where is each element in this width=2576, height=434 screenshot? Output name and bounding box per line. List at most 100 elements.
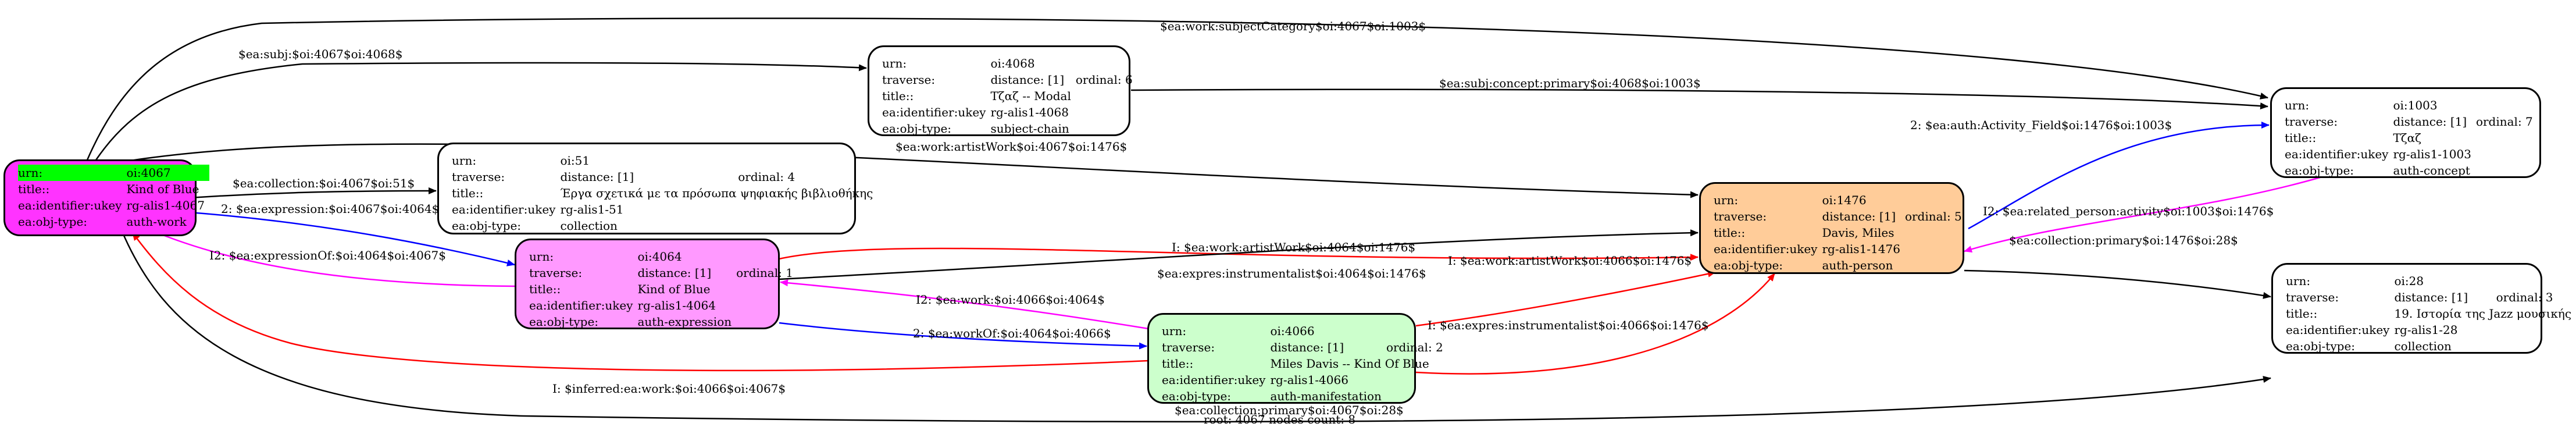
node-key: title::: [2286, 307, 2318, 321]
node-row-traverse: traverse:distance: [1]ordinal: 3: [2286, 289, 2576, 305]
node-row-urn: urn:oi:28: [2286, 273, 2576, 289]
edge-label: I: $ea:work:artistWork$oi:4066$oi:1476$: [1448, 254, 1692, 268]
node-extra: [1905, 257, 1967, 273]
node-row-title: title::Τζαζ -- Modal: [882, 88, 1137, 104]
node-4068[interactable]: urn:oi:4068 traverse:distance: [1]ordina…: [868, 45, 1133, 136]
edge-4064-4067-expression-of: [149, 229, 515, 287]
node-extra: ordinal: 1: [736, 266, 793, 280]
node-value: Τζαζ -- Modal: [990, 89, 1071, 103]
node-key: urn:: [1714, 193, 1739, 207]
node-extra: [1076, 88, 1137, 104]
node-extra: ordinal: 3: [2496, 290, 2553, 304]
node-value: rg-alis1-51: [560, 202, 624, 216]
node-row-traverse: traverse:distance: [1]ordinal: 6: [882, 72, 1137, 88]
node-key: title::: [1162, 357, 1194, 371]
node-value: rg-alis1-4066: [1270, 373, 1348, 387]
node-1476[interactable]: urn:oi:1476 traverse:distance: [1]ordina…: [1699, 182, 1964, 274]
node-key: ea:obj-type:: [529, 315, 599, 329]
node-key: ea:obj-type:: [18, 215, 88, 229]
edge-label: I: $ea:work:artistWork$oi:4064$oi:1476$: [1172, 240, 1415, 254]
node-key: traverse:: [2286, 290, 2339, 304]
node-1003[interactable]: urn:oi:1003 traverse:distance: [1]ordina…: [2270, 87, 2541, 178]
node-extra: [1076, 120, 1137, 137]
node-row-urn: urn:oi:4068: [882, 55, 1137, 72]
edge-4066-1476-artist-work: [1415, 270, 1716, 327]
node-extra: [1386, 372, 1448, 388]
node-row-traverse: traverse:distance: [1]ordinal: 1: [529, 265, 798, 281]
edge-4064-1476-artist-work: [779, 247, 1699, 261]
node-value: oi:4067: [126, 165, 209, 181]
node-value: auth-expression: [637, 315, 732, 329]
node-4067[interactable]: urn: oi:4067 title:: Kind of Blue ea:ide…: [3, 159, 209, 236]
node-value: oi:1003: [2393, 98, 2438, 112]
node-row-title: title:: Kind of Blue: [18, 181, 209, 197]
node-extra: [1386, 388, 1448, 404]
node-value: oi:51: [560, 154, 590, 168]
node-extra: [738, 218, 877, 234]
node-key: ea:obj-type:: [2286, 339, 2356, 353]
node-extra: [738, 201, 877, 218]
node-row-traverse: traverse:distance: [1]ordinal: 2: [1162, 339, 1448, 355]
node-4066[interactable]: urn:oi:4066 traverse:distance: [1]ordina…: [1147, 313, 1443, 404]
node-row-objtype: ea:obj-type:collection: [2286, 338, 2576, 354]
edge-label: $ea:collection:primary$oi:1476$oi:28$: [2009, 233, 2238, 247]
node-value: distance: [1]: [1270, 340, 1344, 354]
node-key: ea:identifier:ukey: [1714, 242, 1818, 256]
node-51-table: urn:oi:51 traverse:distance: [1]ordinal:…: [452, 152, 877, 234]
node-row-title: title::Έργα σχετικά με τα πρόσωπα ψηφιακ…: [452, 185, 877, 201]
node-key: traverse:: [1714, 209, 1767, 223]
node-value: distance: [1]: [560, 170, 634, 184]
node-row-objtype: ea:obj-type: auth-person: [1714, 257, 1967, 273]
edge-label: 2: $ea:expression:$oi:4067$oi:4064$: [221, 202, 439, 216]
footer-summary: root: 4067 nodes count: 8: [1204, 412, 1355, 426]
node-row-ukey: ea:identifier:ukey rg-alis1-1003: [2285, 146, 2538, 162]
node-key: title::: [1714, 226, 1746, 240]
node-row-urn: urn:oi:51: [452, 152, 877, 169]
node-value: Τζαζ: [2393, 131, 2421, 145]
node-value: oi:4064: [637, 250, 682, 264]
node-value: collection: [560, 219, 618, 233]
node-row-traverse: traverse:distance: [1]ordinal: 7: [2285, 113, 2538, 130]
node-extra: [1076, 104, 1137, 120]
node-value: oi:4068: [990, 56, 1035, 70]
node-key: title::: [452, 186, 484, 200]
edge-4067-1003-subject-category: [86, 17, 2268, 161]
node-extra: [736, 248, 798, 265]
node-value: auth-concept: [2393, 163, 2470, 177]
edge-label: 2: $ea:workOf:$oi:4064$oi:4066$: [913, 326, 1111, 340]
node-extra: ordinal: 7: [2475, 115, 2533, 129]
edge-label: $ea:subj:$oi:4067$oi:4068$: [238, 47, 402, 61]
node-row-traverse: traverse:distance: [1]ordinal: 4: [452, 169, 877, 185]
edge-label: I2: $ea:related_person:activity$oi:1003$…: [1983, 204, 2274, 218]
node-value: rg-alis1-1003: [2393, 147, 2471, 161]
node-key: ea:identifier:ukey: [2285, 147, 2389, 161]
node-28[interactable]: urn:oi:28 traverse:distance: [1]ordinal:…: [2271, 263, 2571, 354]
node-key: title::: [882, 89, 914, 103]
node-value: distance: [1]: [990, 73, 1065, 87]
node-key: ea:obj-type:: [2285, 163, 2354, 177]
node-4064[interactable]: urn:oi:4064 traverse:distance: [1]ordina…: [515, 239, 793, 329]
node-51[interactable]: urn:oi:51 traverse:distance: [1]ordinal:…: [437, 143, 873, 234]
node-extra: [2476, 162, 2538, 179]
node-key: ea:obj-type:: [882, 122, 952, 136]
node-value: auth-person: [1822, 258, 1893, 272]
node-row-urn: urn:oi:4066: [1162, 323, 1448, 339]
node-value: rg-alis1-4067: [126, 198, 205, 212]
node-key: ea:obj-type:: [1714, 258, 1783, 272]
node-extra: ordinal: 2: [1386, 340, 1443, 354]
node-extra: [2476, 97, 2538, 113]
node-value: Kind of Blue: [126, 182, 199, 196]
node-key: traverse:: [2285, 115, 2338, 129]
node-value: rg-alis1-28: [2394, 323, 2458, 337]
edge-4067-4068-subj: [95, 62, 867, 161]
node-row-objtype: ea:obj-type:auth-manifestation: [1162, 388, 1448, 404]
node-4068-table: urn:oi:4068 traverse:distance: [1]ordina…: [882, 55, 1137, 137]
edge-1003-1476-related-person: [1964, 176, 2321, 252]
edge-label: $ea:work:artistWork$oi:4067$oi:1476$: [895, 140, 1127, 154]
edge-label: $ea:work:subjectCategory$oi:4067$oi:1003…: [1160, 19, 1426, 33]
